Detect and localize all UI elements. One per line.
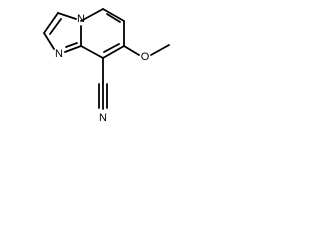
bond-o-ch3 (150, 44, 170, 56)
bond-n1-c8a (64, 45, 82, 53)
bond-c8-c8a (80, 45, 104, 59)
atom-label-n-bridgehead: N (77, 13, 85, 25)
bond-c2-n1 (43, 32, 55, 50)
atom-label-n-imidazole: N (55, 48, 63, 60)
bond-c6-c6-inner (106, 13, 121, 23)
bond-n4-c5 (80, 8, 104, 22)
imidazole-ring (43, 12, 82, 53)
bond-c7-o (123, 45, 140, 56)
atom-label-n-nitrile: N (99, 112, 107, 124)
nitrile-group (98, 57, 108, 110)
bond-n1-c8a-inner (65, 42, 78, 48)
atom-label-o-methoxy: O (141, 51, 150, 63)
methoxy-group (123, 44, 170, 56)
bond-c3-c2 (43, 12, 59, 34)
bond-c3-c2-inner (49, 18, 62, 35)
bond-c7-c8 (102, 45, 125, 59)
bond-c5-c6 (102, 8, 125, 22)
pyridine-ring (80, 8, 125, 59)
chemical-structure: N N O N (43, 8, 170, 124)
bond-n4-c3 (57, 12, 77, 20)
bond-c7-c8-inner (103, 43, 120, 53)
